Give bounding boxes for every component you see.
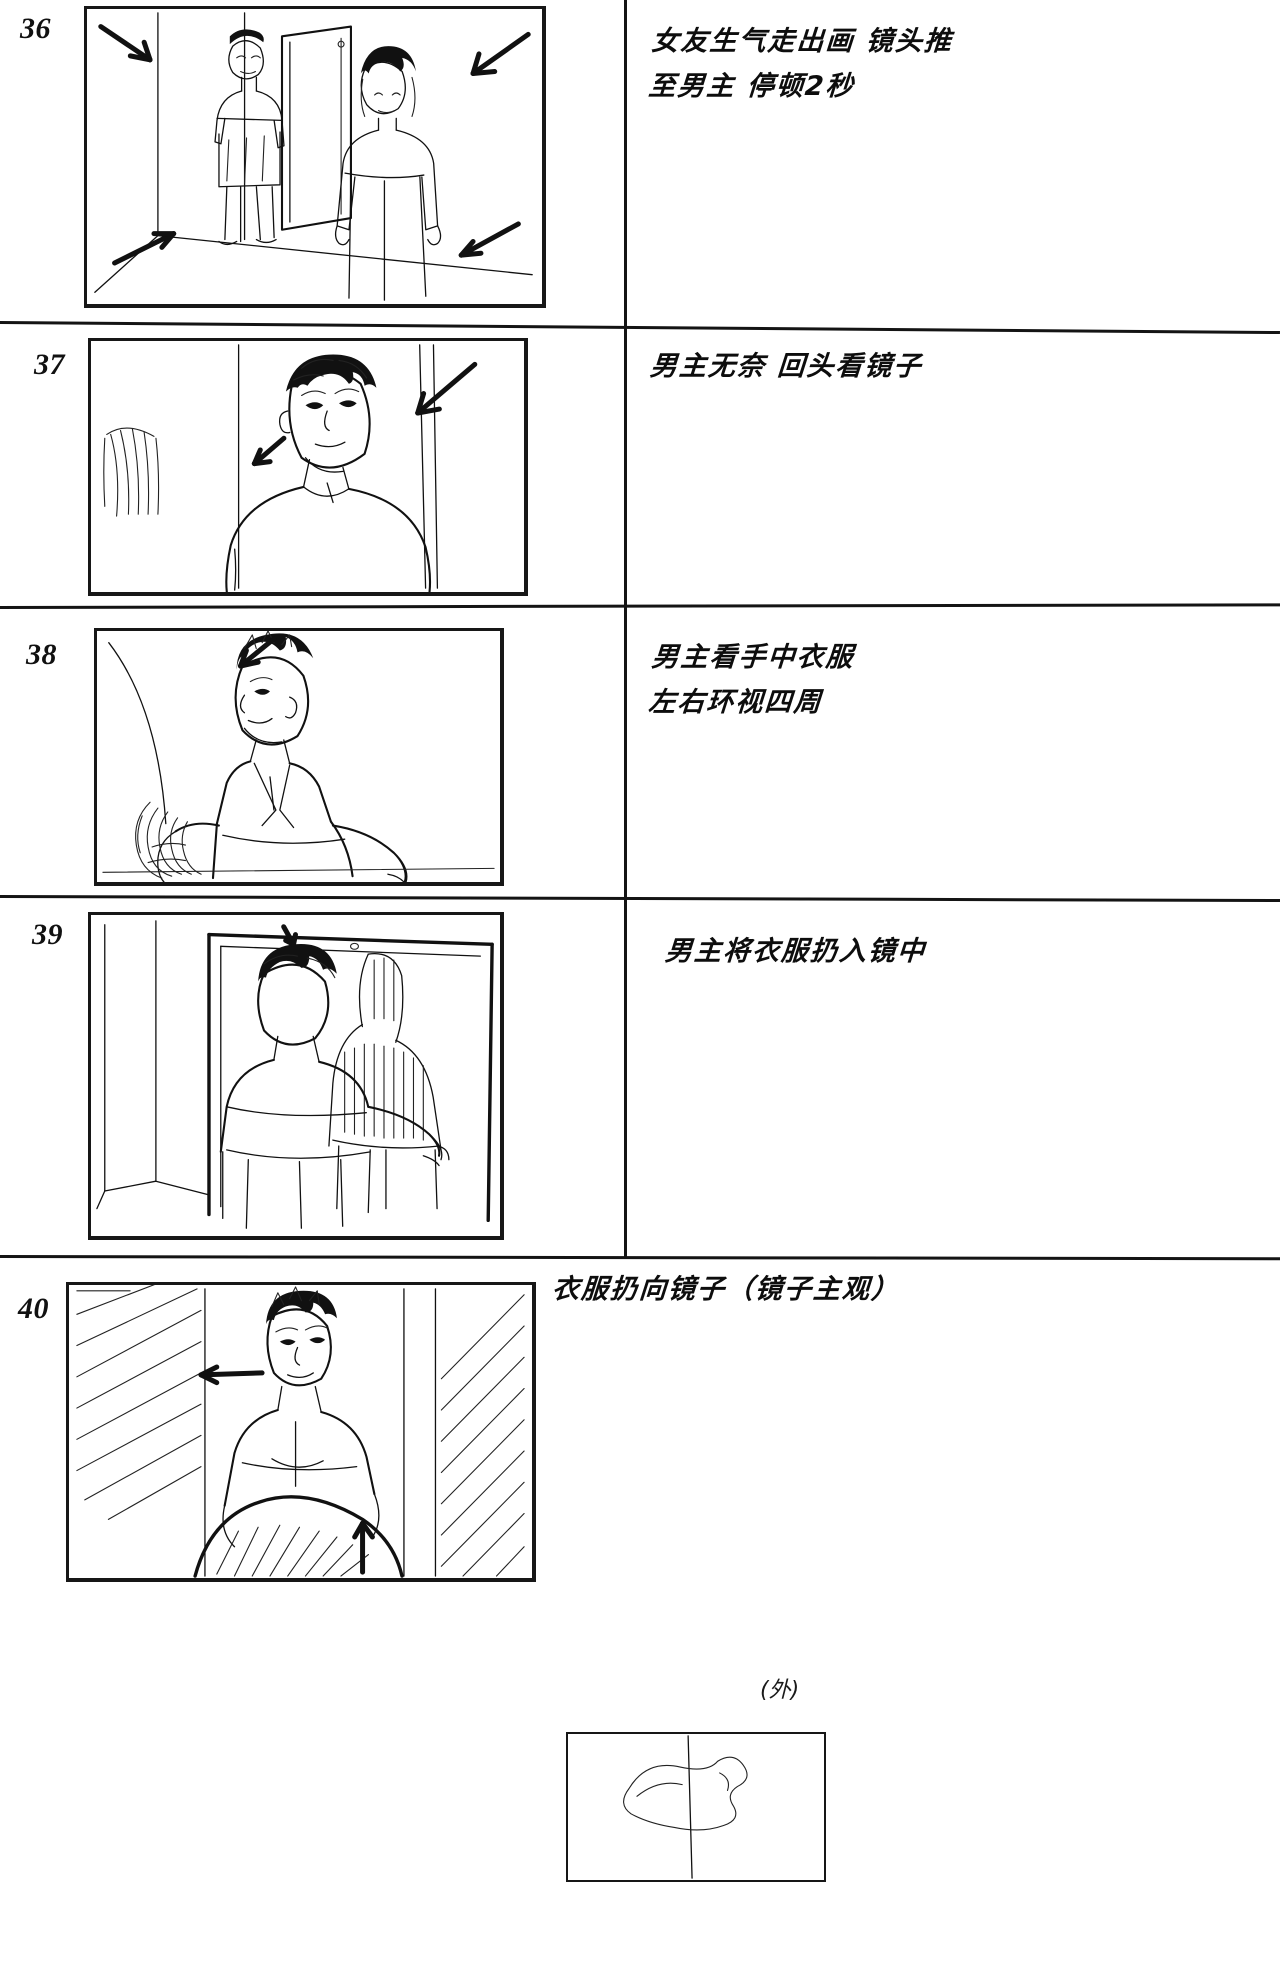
panel-caption-37: 男主无奈 回头看镜子 xyxy=(648,351,924,382)
panel-number-38: 38 xyxy=(26,638,57,671)
panel-number-39: 39 xyxy=(32,918,63,951)
corner-scribble-annotation: (外) xyxy=(760,1678,800,1703)
row-divider-38-39 xyxy=(0,895,1280,903)
panel-sketch-inset xyxy=(568,1734,824,1880)
row-divider-36-37 xyxy=(0,321,1280,335)
hallway-mirror-couple-sketch xyxy=(87,9,542,304)
panel-sketch-40 xyxy=(69,1285,532,1578)
panel-caption-40: 衣服扔向镜子（镜子主观） xyxy=(550,1274,902,1305)
panel-sketch-36 xyxy=(87,9,542,304)
panel-frame-inset xyxy=(566,1732,826,1882)
row-divider-39-40 xyxy=(0,1255,1280,1261)
panel-frame-38 xyxy=(94,628,504,886)
column-divider-top xyxy=(624,0,627,1258)
panel-caption-38: 男主看手中衣服 左右环视四周 xyxy=(647,642,856,718)
panel-caption-39: 男主将衣服扔入镜中 xyxy=(663,936,928,967)
panel-sketch-39 xyxy=(91,915,500,1236)
panel-frame-39 xyxy=(88,912,504,1240)
panel-frame-36 xyxy=(84,6,546,308)
man-looking-back-at-mirror-sketch xyxy=(91,341,524,592)
panel-sketch-37 xyxy=(91,341,524,592)
panel-frame-37 xyxy=(88,338,528,596)
panel-frame-40 xyxy=(66,1282,536,1582)
panel-caption-36: 女友生气走出画 镜头推 至男主 停顿2秒 xyxy=(647,26,955,102)
clothes-flying-toward-mirror-pov-sketch xyxy=(69,1285,532,1578)
panel-sketch-38 xyxy=(97,631,500,882)
inset-mirror-blob-sketch xyxy=(568,1734,824,1880)
panel-number-37: 37 xyxy=(34,348,65,381)
panel-number-36: 36 xyxy=(20,12,51,45)
man-holding-clothes-sketch xyxy=(97,631,500,882)
panel-number-40: 40 xyxy=(18,1292,49,1325)
man-throwing-clothes-into-mirror-sketch xyxy=(91,915,500,1236)
row-divider-37-38 xyxy=(0,603,1280,609)
